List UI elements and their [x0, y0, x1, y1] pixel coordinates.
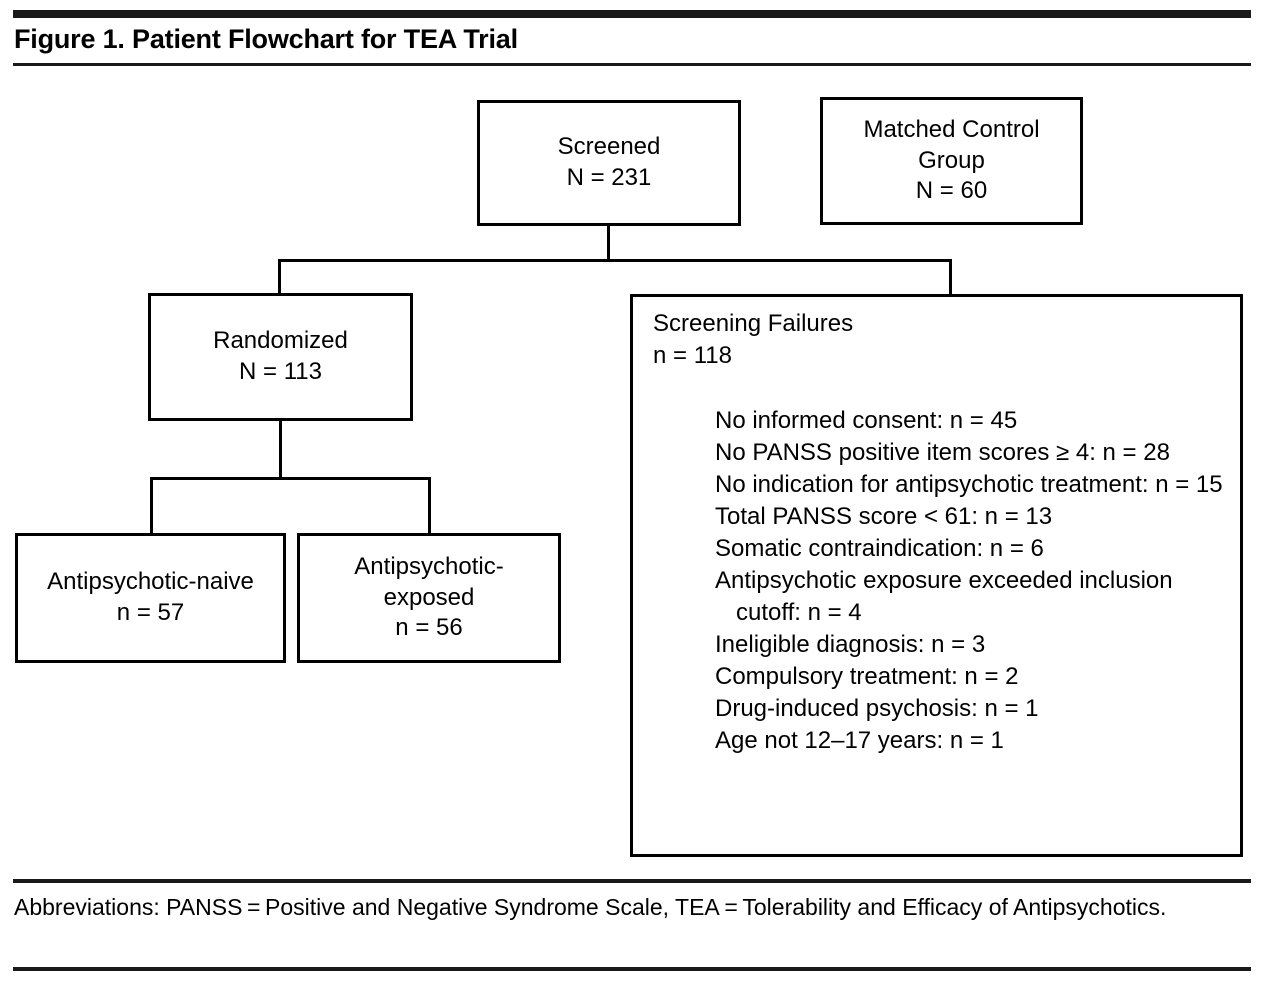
screening-failure-reason-7: Compulsory treatment: n = 2 [715, 663, 1019, 690]
title-underline-rule [13, 63, 1251, 66]
footnote-bottom-rule [13, 967, 1251, 971]
screening-failure-reason-8: Drug-induced psychosis: n = 1 [715, 695, 1039, 722]
connector-drop-to-exposed [428, 477, 431, 535]
node-antipsychotic-exposed: Antipsychotic- exposed n = 56 [297, 533, 561, 663]
screening-failures-reason-list: No informed consent: n = 45 No PANSS posi… [715, 405, 1225, 757]
node-screened-label: Screened [557, 133, 661, 161]
screening-failures-count: n = 118 [653, 341, 732, 369]
connector-randomized-down [279, 421, 282, 479]
screening-failure-reason-1: No PANSS positive item scores ≥ 4: n = 2… [715, 439, 1170, 466]
node-randomized-count: N = 113 [239, 358, 322, 385]
top-border-rule [13, 10, 1251, 18]
node-matched-control-count: N = 60 [915, 177, 988, 205]
node-screened: Screened N = 231 [477, 100, 741, 226]
node-randomized-label: Randomized [213, 327, 348, 355]
node-matched-control-label-line1: Matched Control [863, 115, 1040, 143]
node-antipsychotic-exposed-label-line1: Antipsychotic- [354, 552, 504, 580]
connector-randomized-split-bar [150, 477, 431, 480]
connector-drop-to-screening-failures [949, 259, 952, 296]
node-antipsychotic-exposed-count: n = 56 [395, 614, 463, 642]
screening-failures-heading: Screening Failures n = 118 [653, 308, 853, 372]
screening-failure-reason-6: Ineligible diagnosis: n = 3 [715, 631, 986, 658]
node-matched-control-label-line2: Group [918, 146, 985, 174]
connector-drop-to-randomized [278, 259, 281, 296]
screening-failure-reason-2: No indication for antipsychotic treatmen… [715, 471, 1223, 498]
screening-failure-reason-9: Age not 12–17 years: n = 1 [715, 727, 1004, 754]
node-antipsychotic-naive: Antipsychotic-naive n = 57 [15, 533, 286, 663]
node-screened-count: N = 231 [566, 164, 652, 191]
abbreviations-footnote: Abbreviations: PANSS = Positive and Nega… [14, 894, 1167, 920]
screening-failure-reason-5: Antipsychotic exposure exceeded inclusio… [715, 567, 1173, 626]
screening-failures-label: Screening Failures [653, 310, 854, 337]
screening-failure-reason-3: Total PANSS score < 61: n = 13 [715, 503, 1053, 530]
figure-title: Figure 1. Patient Flowchart for TEA Tria… [14, 24, 518, 54]
footnote-top-rule [13, 879, 1251, 883]
node-matched-control-group: Matched Control Group N = 60 [820, 97, 1083, 225]
node-screening-failures: Screening Failures n = 118 No informed c… [630, 294, 1243, 857]
connector-screened-split-bar [278, 259, 952, 262]
connector-drop-to-naive [150, 477, 153, 535]
node-antipsychotic-naive-label: Antipsychotic-naive [47, 568, 254, 596]
node-antipsychotic-naive-count: n = 57 [116, 599, 185, 626]
node-antipsychotic-exposed-label-line2: exposed [383, 583, 475, 611]
screening-failure-reason-0: No informed consent: n = 45 [715, 407, 1018, 434]
node-randomized: Randomized N = 113 [148, 293, 413, 421]
connector-screened-down [607, 226, 610, 262]
screening-failure-reason-4: Somatic contraindication: n = 6 [715, 535, 1044, 562]
